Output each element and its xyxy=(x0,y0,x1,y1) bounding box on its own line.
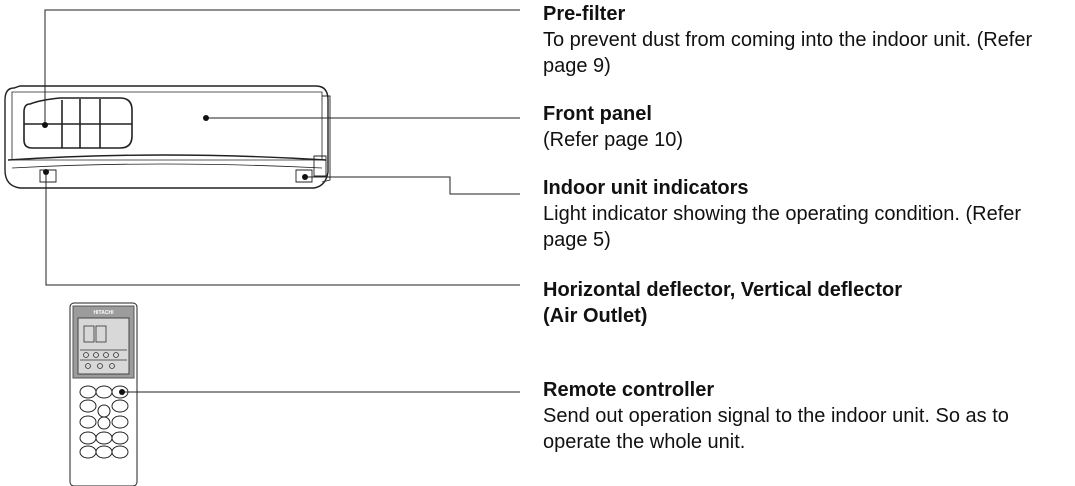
dot-prefilter xyxy=(42,122,48,128)
remote-controller-illustration xyxy=(69,302,138,486)
label-indicators: Indoor unit indicators Light indicator s… xyxy=(543,175,1068,253)
deflector-desc: (Air Outlet) xyxy=(543,305,648,327)
label-front-panel: Front panel (Refer page 10) xyxy=(543,101,1068,153)
indicators-desc: Light indicator showing the operating co… xyxy=(543,203,1022,251)
leader-lines xyxy=(44,9,520,393)
deflector-title: Horizontal deflector, Vertical deflector xyxy=(543,279,902,301)
leader-prefilter xyxy=(44,9,520,125)
remote-title: Remote controller xyxy=(543,379,715,401)
prefilter-desc: To prevent dust from coming into the ind… xyxy=(543,29,1033,77)
prefilter-title: Pre-filter xyxy=(543,3,626,25)
leader-indicators xyxy=(305,176,520,195)
dot-indicators xyxy=(302,174,308,180)
prefilter-window xyxy=(23,97,133,149)
indicators-title: Indoor unit indicators xyxy=(543,177,749,199)
dot-remote xyxy=(119,389,125,395)
indoor-unit xyxy=(4,85,331,189)
leader-dots xyxy=(42,115,308,395)
dot-front-panel xyxy=(203,115,209,121)
label-prefilter: Pre-filter To prevent dust from coming i… xyxy=(543,1,1068,79)
label-deflector: Horizontal deflector, Vertical deflector… xyxy=(543,277,1068,329)
remote-desc: Send out operation signal to the indoor … xyxy=(543,405,1009,453)
dot-deflector xyxy=(43,169,49,175)
remote-brand-text: HITACHI xyxy=(94,310,115,316)
leader-deflector xyxy=(45,172,520,286)
front-panel-desc: (Refer page 10) xyxy=(543,129,684,151)
front-panel-title: Front panel xyxy=(543,103,652,125)
label-remote: Remote controller Send out operation sig… xyxy=(543,377,1068,455)
